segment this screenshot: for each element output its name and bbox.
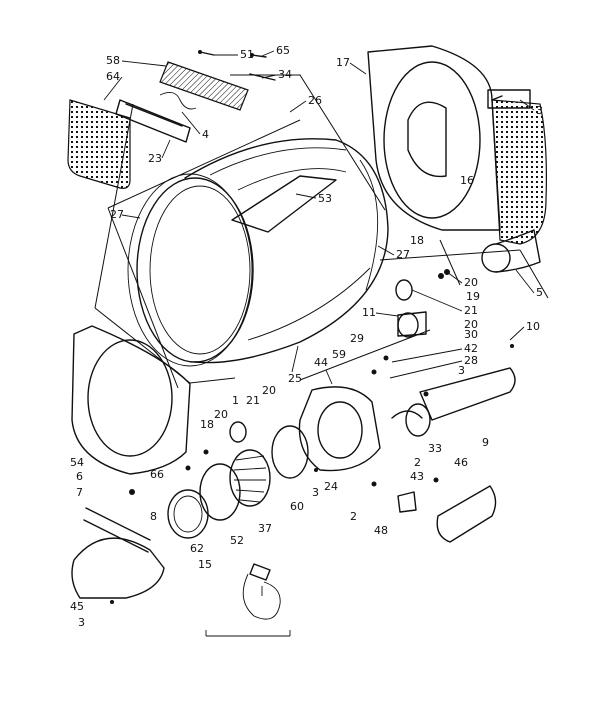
drum-part <box>136 138 389 364</box>
wire-part <box>159 91 197 110</box>
exhaust-tube-part <box>436 485 497 543</box>
wire-harness-part <box>205 563 291 637</box>
callout-29: 29 <box>350 332 364 345</box>
callout-25: 25 <box>288 372 302 385</box>
callout-15: 15 <box>198 558 212 571</box>
screw-parts <box>198 50 276 81</box>
callout-labels: 58 64 51 65 34 17 3 26 4 23 16 53 27 27 … <box>70 44 543 629</box>
callout-10: 10 <box>526 320 540 333</box>
callout-18: 18 <box>200 418 214 431</box>
callout-21: 21 <box>464 304 478 317</box>
callout-1: 1 <box>232 394 239 407</box>
callout-3: 3 <box>312 486 319 499</box>
exhaust-duct-part <box>391 367 516 437</box>
callout-46: 46 <box>454 456 468 469</box>
blower-outlet-part <box>481 229 541 273</box>
callout-45: 45 <box>70 600 84 613</box>
small-hardware-parts <box>110 344 514 604</box>
seal-rings-part <box>167 421 309 539</box>
callout-43: 43 <box>410 470 424 483</box>
callout-5: 5 <box>536 286 543 299</box>
callout-leaders <box>103 50 535 596</box>
callout-20: 20 <box>464 318 478 331</box>
callout-48: 48 <box>374 524 388 537</box>
callout-34: 34 <box>278 68 292 81</box>
callout-37: 37 <box>258 522 272 535</box>
callout-24: 24 <box>324 480 338 493</box>
callout-20: 20 <box>464 276 478 289</box>
filter-grille-part <box>159 61 249 111</box>
callout-60: 60 <box>290 500 304 513</box>
callout-17: 17 <box>336 56 350 69</box>
exploded-view-outline <box>94 74 549 389</box>
callout-4: 4 <box>202 128 209 141</box>
callout-53: 53 <box>318 192 332 205</box>
drum-seal-part <box>127 173 253 367</box>
callout-2: 2 <box>414 456 421 469</box>
callout-20: 20 <box>214 408 228 421</box>
callout-7: 7 <box>76 486 83 499</box>
callout-3: 3 <box>78 616 85 629</box>
filter-housing-part <box>115 99 191 143</box>
callout-18: 18 <box>410 234 424 247</box>
callout-9: 9 <box>482 436 489 449</box>
callout-3: 3 <box>536 104 543 117</box>
lint-filter-part <box>67 99 131 189</box>
heater-duct-part <box>487 89 547 245</box>
rear-bulkhead-part <box>367 45 503 231</box>
front-panel-part <box>71 325 191 475</box>
callout-59: 59 <box>332 348 346 361</box>
callout-21: 21 <box>246 394 260 407</box>
callout-66: 66 <box>150 468 164 481</box>
mounting-bracket-part <box>397 491 417 513</box>
blower-wheel-part <box>229 449 271 507</box>
blower-housing-part <box>298 386 381 472</box>
callout-33: 33 <box>428 442 442 455</box>
callout-42: 42 <box>464 342 478 355</box>
callout-8: 8 <box>150 510 157 523</box>
callout-11: 11 <box>362 306 376 319</box>
lint-duct-part <box>71 507 165 599</box>
callout-30: 30 <box>464 328 478 341</box>
callout-64: 64 <box>106 70 120 83</box>
callout-51: 51 <box>240 48 254 61</box>
callout-19: 19 <box>466 290 480 303</box>
callout-6: 6 <box>76 470 83 483</box>
callout-16: 16 <box>460 174 474 187</box>
callout-26: 26 <box>308 94 322 107</box>
callout-27: 27 <box>396 248 410 261</box>
callout-44: 44 <box>314 356 328 369</box>
callout-27: 27 <box>110 208 124 221</box>
callout-3: 3 <box>458 364 465 377</box>
callout-2: 2 <box>350 510 357 523</box>
callout-28: 28 <box>464 354 478 367</box>
callout-52: 52 <box>230 534 244 547</box>
callout-58: 58 <box>106 54 120 67</box>
callout-54: 54 <box>70 456 84 469</box>
callout-23: 23 <box>148 152 162 165</box>
callout-62: 62 <box>190 542 204 555</box>
callout-20: 20 <box>262 384 276 397</box>
callout-65: 65 <box>276 44 290 57</box>
